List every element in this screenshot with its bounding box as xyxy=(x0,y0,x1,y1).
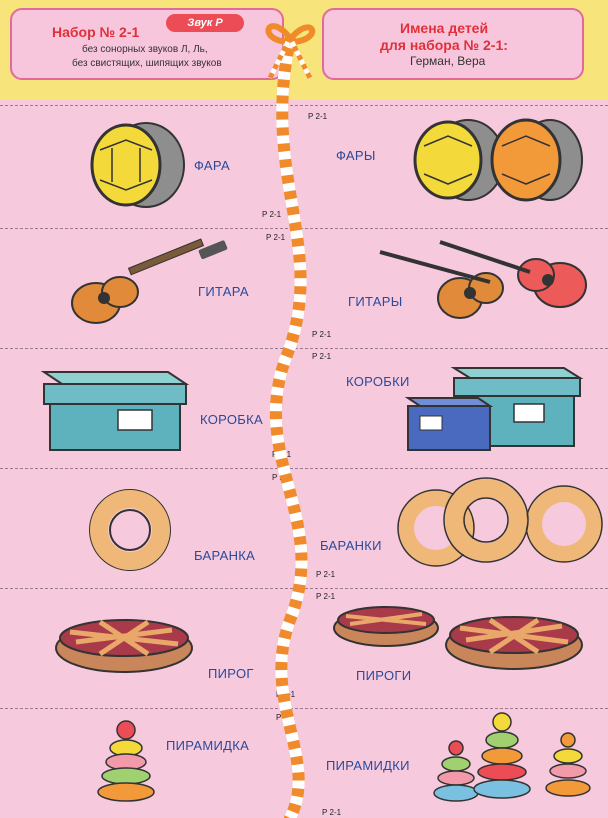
word-pie: ПИРОГ xyxy=(208,666,254,681)
guitar-picture xyxy=(71,238,228,324)
sound-badge: Звук Р xyxy=(166,14,244,32)
word-guitar: ГИТАРА xyxy=(198,284,249,299)
card-divider xyxy=(0,468,608,469)
names-title-2: для набора № 2-1: xyxy=(380,37,508,53)
set-title: Набор № 2-1 xyxy=(52,24,140,40)
word-boxes: КОРОБКИ xyxy=(346,374,410,389)
pies-picture xyxy=(333,606,583,670)
bow-icon xyxy=(265,23,316,80)
boxes-picture xyxy=(404,367,584,451)
card-code: Р 2-1 xyxy=(316,570,336,579)
card-code: Р 2-1 xyxy=(312,352,332,361)
set-note-2: без свистящих, шипящих звуков xyxy=(72,58,222,69)
guitars-picture xyxy=(379,240,587,319)
card-code: Р 2-1 xyxy=(322,808,342,817)
word-pies: ПИРОГИ xyxy=(356,668,412,683)
word-guitars: ГИТАРЫ xyxy=(348,294,403,309)
card-code: Р 2-1 xyxy=(316,592,336,601)
box-picture xyxy=(40,371,190,451)
card-divider xyxy=(0,105,608,106)
word-headlight: ФАРА xyxy=(194,158,230,173)
word-bagels: БАРАНКИ xyxy=(320,538,382,553)
word-headlights: ФАРЫ xyxy=(336,148,376,163)
set-info-panel: Набор № 2-1 Звук Р без сонорных звуков Л… xyxy=(10,8,284,80)
card-code: Р 2-1 xyxy=(266,233,286,242)
word-box: КОРОБКА xyxy=(200,412,263,427)
card-code: Р 2-1 xyxy=(312,330,332,339)
bagel-picture xyxy=(89,489,171,571)
headlight-picture xyxy=(90,122,185,208)
card-divider xyxy=(0,348,608,349)
card-divider xyxy=(0,708,608,709)
set-note-1: без сонорных звуков Л, Ль, xyxy=(82,44,208,55)
headlights-picture xyxy=(413,118,583,202)
rope xyxy=(269,34,308,818)
pyramid-toy-picture xyxy=(97,720,155,802)
card-divider xyxy=(0,228,608,229)
word-pyramid-toys: ПИРАМИДКИ xyxy=(326,758,410,773)
word-bagel: БАРАНКА xyxy=(194,548,256,563)
card-code: Р 2-1 xyxy=(308,112,328,121)
pyramid-toys-picture xyxy=(433,712,591,802)
names-panel: Имена детей для набора № 2-1: Герман, Ве… xyxy=(322,8,584,80)
children-names: Герман, Вера xyxy=(410,54,486,68)
card-code: Р 2-1 xyxy=(262,210,282,219)
pie-picture xyxy=(55,619,193,673)
word-pyramid-toy: ПИРАМИДКА xyxy=(166,738,250,753)
bagels-picture xyxy=(397,477,603,567)
names-title-1: Имена детей xyxy=(400,20,489,36)
